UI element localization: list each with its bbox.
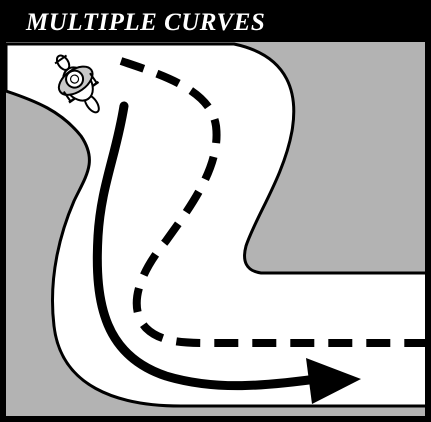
title-bar: MULTIPLE CURVES xyxy=(6,6,425,42)
page-title: MULTIPLE CURVES xyxy=(26,9,265,37)
road-surface xyxy=(6,44,431,406)
road-diagram xyxy=(6,6,431,422)
